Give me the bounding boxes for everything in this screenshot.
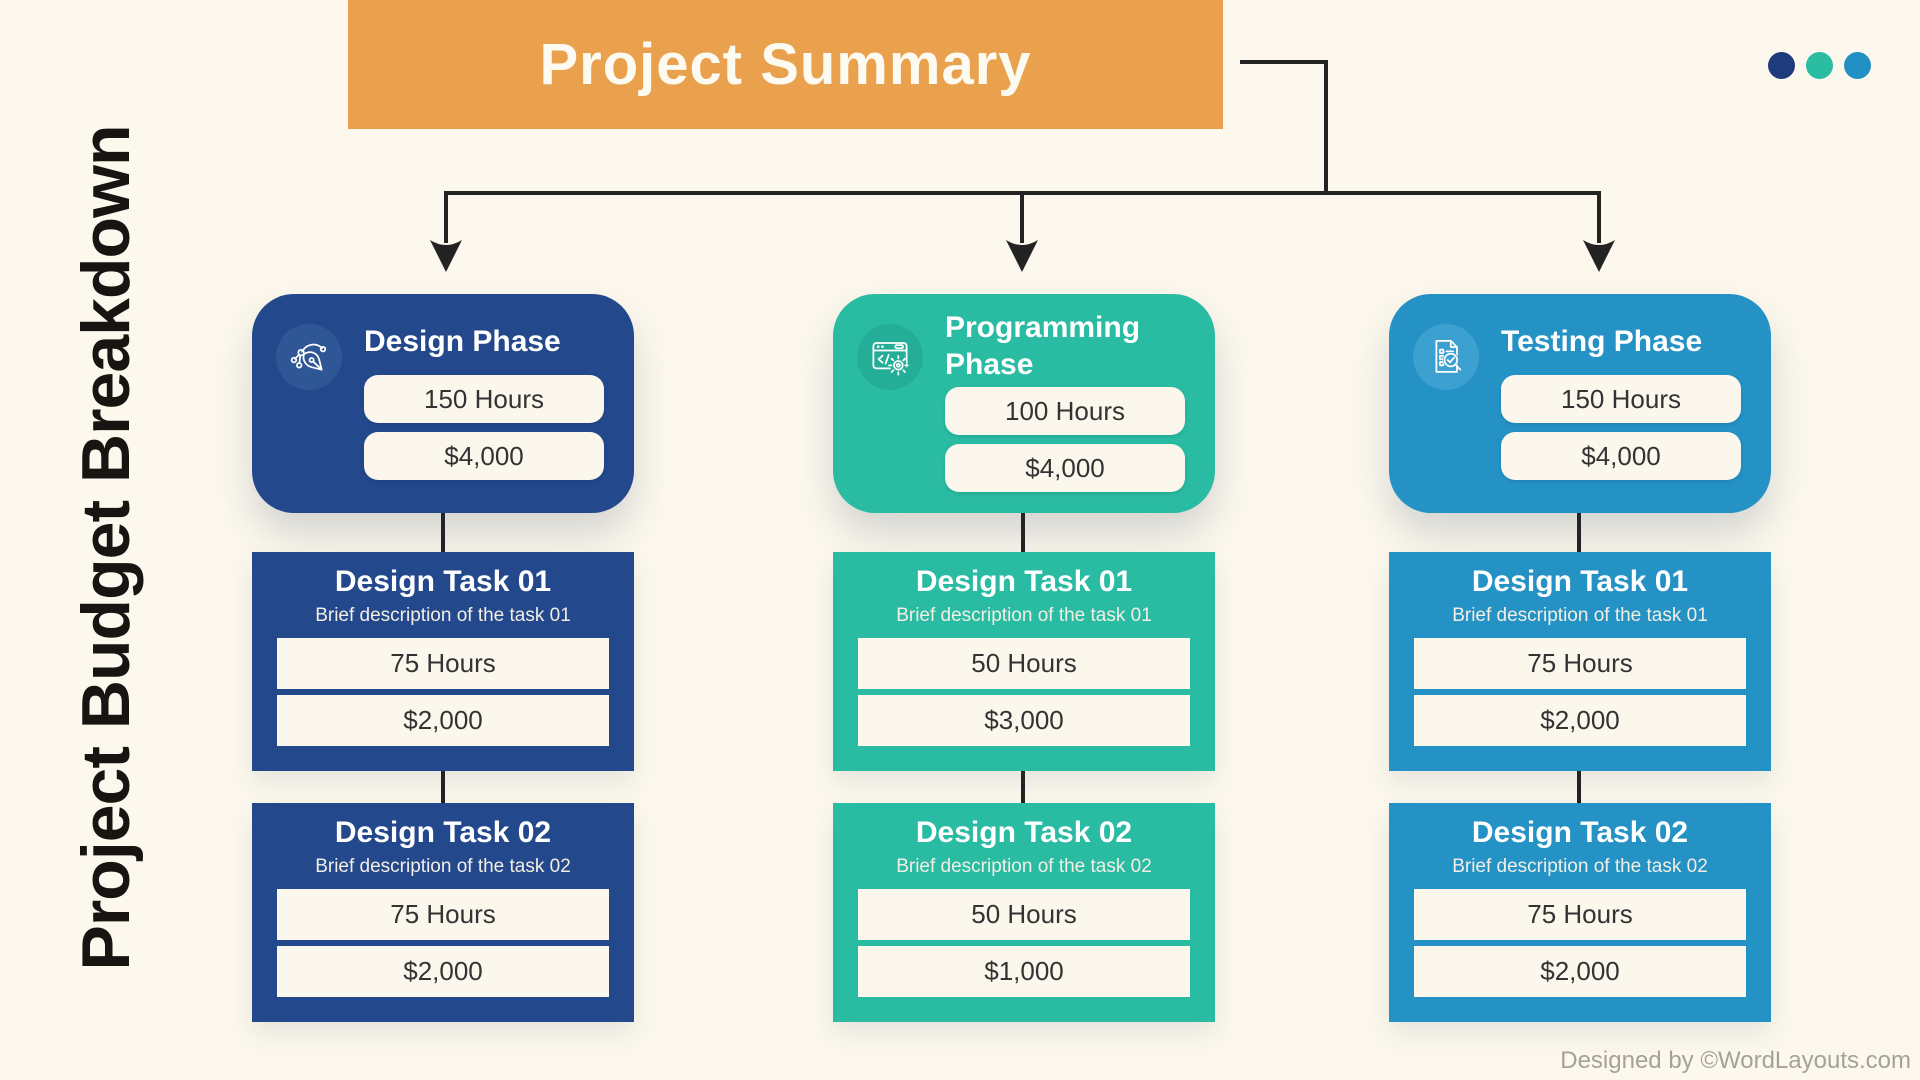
decorative-dot-navy (1768, 52, 1795, 79)
task-hours-value: 75 Hours (277, 889, 609, 940)
task-hours-value: 50 Hours (858, 638, 1190, 689)
code-window-icon (872, 342, 909, 376)
task-card-testing-02: Design Task 02 Brief description of the … (1389, 803, 1771, 1022)
task-cost-value: $2,000 (1414, 695, 1746, 746)
decorative-dot-blue (1844, 52, 1871, 79)
task-title: Design Task 01 (1471, 565, 1689, 598)
pen-tool-icon (290, 343, 327, 371)
phase-card-testing: Testing Phase 150 Hours $4,000 (1389, 294, 1771, 513)
task-hours-value: 75 Hours (277, 638, 609, 689)
task-title: Design Task 02 (1471, 816, 1689, 849)
phase-icon-circle (276, 324, 342, 390)
phase-icon-circle (1413, 324, 1479, 390)
task-card-programming-01: Design Task 01 Brief description of the … (833, 552, 1215, 771)
task-cost-value: $2,000 (277, 946, 609, 997)
task-title: Design Task 02 (334, 816, 552, 849)
decorative-dot-teal (1806, 52, 1833, 79)
task-cost-value: $3,000 (858, 695, 1190, 746)
phase-hours-value: 100 Hours (945, 387, 1185, 435)
task-description: Brief description of the task 02 (1452, 856, 1708, 877)
task-description: Brief description of the task 02 (315, 856, 571, 877)
task-card-testing-01: Design Task 01 Brief description of the … (1389, 552, 1771, 771)
task-hours-value: 75 Hours (1414, 889, 1746, 940)
task-title: Design Task 01 (915, 565, 1133, 598)
summary-title: Project Summary (539, 32, 1032, 97)
task-card-design-01: Design Task 01 Brief description of the … (252, 552, 634, 771)
arrowheads (430, 240, 1615, 272)
phase-cost-value: $4,000 (364, 432, 604, 480)
phase-card-programming: Programming Phase 100 Hours $4,000 (833, 294, 1215, 513)
phase-cost-value: $4,000 (1501, 432, 1741, 480)
designer-credit: Designed by ©WordLayouts.com (1560, 1047, 1911, 1074)
phase-hours-value: 150 Hours (364, 375, 604, 423)
task-description: Brief description of the task 02 (896, 856, 1152, 877)
task-card-design-02: Design Task 02 Brief description of the … (252, 803, 634, 1022)
task-description: Brief description of the task 01 (1452, 605, 1708, 626)
phase-title: Testing Phase (1501, 325, 1703, 358)
phase-cost-value: $4,000 (945, 444, 1185, 492)
phase-title: Design Phase (364, 325, 561, 358)
phase-card-design: Design Phase 150 Hours $4,000 (252, 294, 634, 513)
phase-title: Programming Phase (945, 311, 1141, 381)
task-hours-value: 50 Hours (858, 889, 1190, 940)
task-cost-value: $2,000 (277, 695, 609, 746)
phase-icon-circle (857, 324, 923, 390)
task-card-programming-02: Design Task 02 Brief description of the … (833, 803, 1215, 1022)
phase-hours-value: 150 Hours (1501, 375, 1741, 423)
task-cost-value: $1,000 (858, 946, 1190, 997)
task-title: Design Task 02 (915, 816, 1133, 849)
page-title: Project Budget Breakdown (68, 125, 144, 971)
task-description: Brief description of the task 01 (896, 605, 1152, 626)
test-checklist-icon (1435, 339, 1462, 373)
task-cost-value: $2,000 (1414, 946, 1746, 997)
task-hours-value: 75 Hours (1414, 638, 1746, 689)
task-description: Brief description of the task 01 (315, 605, 571, 626)
summary-header: Project Summary (348, 0, 1223, 129)
task-title: Design Task 01 (334, 565, 552, 598)
